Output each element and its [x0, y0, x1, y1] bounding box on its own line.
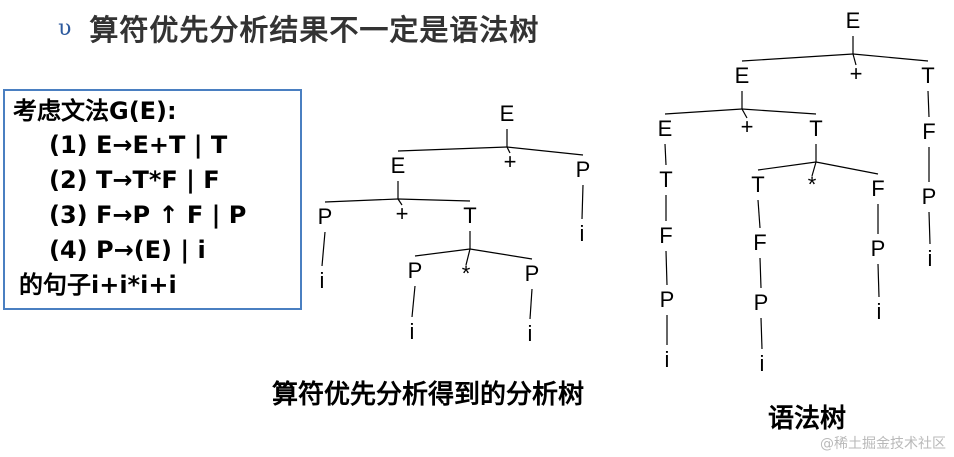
- op-edge-t1-p2: [414, 248, 471, 257]
- grammar-heading: 考虑文法G(E):: [13, 97, 177, 125]
- op-node-p2: P: [408, 258, 423, 283]
- op-edge-e1-plus2: [397, 198, 403, 206]
- syn-node-i1: i: [665, 347, 670, 372]
- syn-edge-t2-f3: [815, 161, 879, 175]
- op-edge-e1-p1: [324, 198, 399, 203]
- syn-node-p3: P: [871, 236, 886, 261]
- syn-edge-t4-f4: [927, 90, 930, 118]
- syn-node-t1: T: [659, 167, 672, 192]
- syn-node-f3: F: [871, 176, 884, 201]
- op-node-p1: P: [318, 204, 333, 229]
- op-edge-t1-star: [465, 248, 471, 266]
- op-node-r: E: [500, 101, 515, 126]
- syntax-tree-caption: 语法树: [768, 404, 847, 434]
- syn-node-p2: P: [754, 290, 769, 315]
- bullet-icon: υ: [58, 15, 72, 41]
- syn-node-f4: F: [922, 119, 935, 144]
- op-node-i1: i: [320, 268, 325, 293]
- op-node-p4: P: [576, 157, 591, 182]
- syn-edge-t3-f2: [757, 199, 761, 229]
- op-node-i2: i: [410, 319, 415, 344]
- watermark: @稀土掘金技术社区: [820, 436, 946, 452]
- grammar-rule-3: (3) F→P ↑ F | P: [49, 201, 247, 229]
- syn-node-plus1: +: [850, 61, 863, 86]
- op-node-plus1: +: [504, 149, 517, 174]
- op-edge-t1-p3: [469, 248, 533, 260]
- syn-node-f1: F: [659, 223, 672, 248]
- syn-edge-e1-e2: [664, 108, 743, 115]
- syn-edge-r-e1: [741, 53, 854, 62]
- syn-node-i3: i: [877, 299, 882, 324]
- syn-edge-e1-plus2: [741, 108, 748, 119]
- syn-edge-e2-t1: [664, 143, 667, 166]
- op-edge-p4-i4: [581, 184, 584, 220]
- syn-edge-e1-t2: [741, 108, 817, 115]
- syn-node-t3: T: [751, 172, 764, 197]
- op-node-e1: E: [391, 153, 406, 178]
- syn-node-f2: F: [753, 230, 766, 255]
- op-edge-p1-i1: [321, 231, 326, 267]
- syn-node-p4: P: [922, 184, 937, 209]
- grammar-box: 考虑文法G(E): (1) E→E+T | T (2) T→T*F | F (3…: [3, 89, 302, 310]
- op-node-t1: T: [463, 203, 476, 228]
- op-edge-r-e1: [397, 146, 508, 152]
- op-edge-r-p4: [506, 146, 584, 156]
- grammar-sentence: 的句子i+i*i+i: [19, 271, 177, 299]
- syn-node-e1: E: [735, 63, 750, 88]
- syn-edge-r-t4: [852, 53, 929, 62]
- op-node-p3: P: [525, 261, 540, 286]
- syn-node-star: *: [808, 172, 817, 197]
- slide-title-row: υ 算符优先分析结果不一定是语法树: [58, 6, 539, 50]
- operator-tree-caption: 算符优先分析得到的分析树: [272, 380, 585, 410]
- syn-edge-f1-p1: [665, 250, 668, 286]
- syn-node-e2: E: [658, 116, 673, 141]
- syn-node-t4: T: [921, 63, 934, 88]
- grammar-rule-4: (4) P→(E) | i: [49, 236, 206, 264]
- syn-node-plus2: +: [741, 114, 754, 139]
- grammar-rule-2: (2) T→T*F | F: [49, 166, 220, 194]
- op-edge-e1-t1: [397, 198, 471, 202]
- syn-edge-p4-i4: [928, 211, 931, 245]
- grammar-rule-1: (1) E→E+T | T: [49, 131, 228, 159]
- op-edge-p3-i3: [529, 288, 533, 320]
- syn-node-i2: i: [760, 351, 765, 376]
- syn-node-p1: P: [660, 287, 675, 312]
- op-node-star: *: [462, 261, 471, 286]
- slide-title: 算符优先分析结果不一定是语法树: [89, 13, 540, 47]
- op-edge-r-plus1: [506, 146, 511, 154]
- syn-edge-t2-t3: [757, 161, 817, 171]
- syn-node-i4: i: [928, 246, 933, 271]
- op-edge-p2-i2: [411, 285, 416, 318]
- syn-edge-f2-p2: [759, 257, 762, 289]
- syn-node-t2: T: [809, 116, 822, 141]
- op-node-i3: i: [528, 321, 533, 346]
- op-node-i4: i: [580, 221, 585, 246]
- syn-edge-p3-i3: [877, 263, 880, 298]
- op-node-plus2: +: [396, 201, 409, 226]
- syn-edge-r-plus1: [852, 53, 857, 66]
- syn-edge-p2-i2: [760, 317, 763, 350]
- syn-edge-t2-star: [811, 161, 817, 177]
- syn-node-r: E: [846, 8, 861, 33]
